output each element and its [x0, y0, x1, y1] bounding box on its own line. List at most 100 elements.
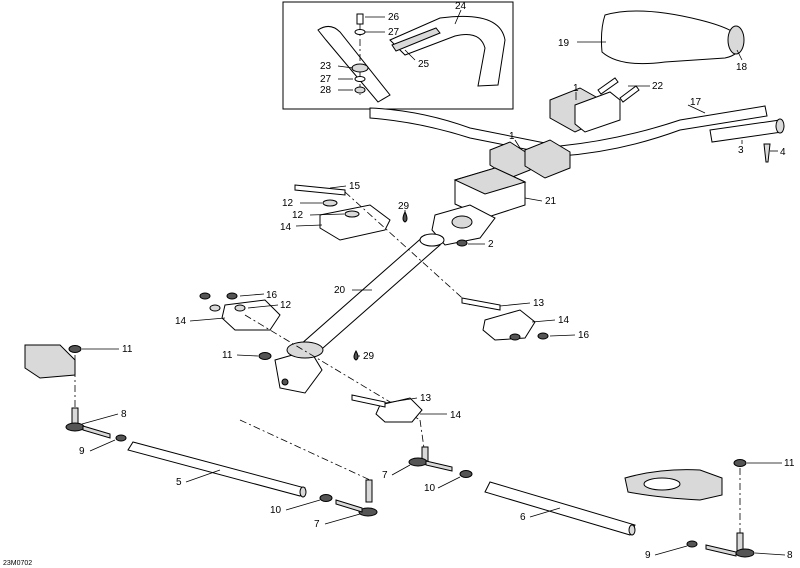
- leader-8a: [81, 413, 119, 425]
- riser-block-top: [453, 167, 527, 195]
- inset-screw-26: [356, 13, 364, 25]
- support-bracket-upper: [319, 204, 391, 241]
- callout-13b: 13: [420, 393, 432, 404]
- leader-7a: [391, 464, 411, 476]
- callout-14c: 14: [558, 315, 570, 326]
- callout-12b: 12: [292, 210, 304, 221]
- leader-10b: [285, 499, 321, 511]
- washer-12c: [209, 304, 221, 312]
- callout-25: 25: [418, 59, 430, 70]
- washer-12b: [344, 210, 360, 218]
- callout-27b: 27: [320, 74, 332, 85]
- inset-handlebar-bend: [389, 15, 506, 87]
- nut-11c: [733, 459, 747, 467]
- callout-15: 15: [349, 181, 361, 192]
- axis-mid-joint: [419, 419, 426, 456]
- leader-12b: [309, 213, 345, 216]
- callout-24: 24: [455, 1, 467, 12]
- lower-clamp-right: [524, 139, 571, 179]
- grease-29a: [402, 210, 408, 223]
- nut-9a: [115, 434, 127, 442]
- callout-23: 23: [320, 61, 332, 72]
- leader-14b: [189, 317, 226, 322]
- column-top-hole: [451, 215, 473, 229]
- leader-14a: [295, 224, 323, 227]
- leader-7b: [324, 513, 361, 525]
- tie-rod-6-end: [628, 524, 636, 536]
- nut-11b: [258, 352, 272, 360]
- handlebar: [369, 105, 768, 157]
- callout-29a: 29: [398, 201, 410, 212]
- callout-7b: 7: [314, 519, 320, 530]
- ball-joint-8a: [65, 422, 85, 432]
- leader-11b: [236, 354, 259, 357]
- callout-14b: 14: [175, 316, 187, 327]
- callout-1a: 1: [573, 83, 579, 94]
- callout-16b: 16: [578, 330, 590, 341]
- inset-washer-27b: [354, 76, 366, 82]
- callout-6: 6: [520, 512, 526, 523]
- leader-25: [404, 49, 416, 61]
- callout-20: 20: [334, 285, 346, 296]
- callout-12c: 12: [280, 300, 292, 311]
- washer-12d: [234, 304, 246, 312]
- bolt-13b: [351, 394, 386, 408]
- callout-22: 22: [652, 81, 664, 92]
- callout-19: 19: [558, 38, 570, 49]
- washer-16b: [226, 292, 238, 300]
- grip-end: [775, 118, 785, 134]
- ball-joint-7a: [408, 457, 428, 467]
- washer-16c: [509, 333, 521, 341]
- callout-11c: 11: [784, 458, 795, 469]
- inset-nut-28: [354, 86, 366, 94]
- callout-29b: 29: [363, 351, 375, 362]
- diagram-code: 23M0702: [3, 560, 32, 567]
- stud-8b: [736, 532, 744, 552]
- callout-3: 3: [738, 145, 744, 156]
- leader-5: [185, 469, 221, 483]
- nut-10a: [459, 470, 473, 478]
- tie-rod-5-end: [299, 486, 307, 498]
- leader-16a: [239, 293, 265, 297]
- leader-18: [736, 49, 743, 61]
- leader-15: [329, 185, 347, 189]
- leader-21: [524, 197, 543, 202]
- callout-8b: 8: [787, 550, 793, 561]
- washer-16d: [537, 332, 549, 340]
- nut-9b: [686, 540, 698, 548]
- thread-8a: [82, 425, 111, 439]
- callout-11b: 11: [222, 350, 233, 361]
- leader-1b: [514, 139, 521, 149]
- callout-2: 2: [488, 239, 494, 250]
- callout-9b: 9: [645, 550, 651, 561]
- callout-26: 26: [388, 12, 400, 23]
- bolts-22: [597, 77, 619, 95]
- nut-2: [456, 239, 468, 247]
- mount-left: [24, 344, 76, 379]
- thread-7a: [425, 460, 453, 472]
- thread-8b: [705, 544, 737, 557]
- leader-13a: [499, 302, 531, 307]
- callout-27a: 27: [388, 27, 400, 38]
- leader-13b: [384, 397, 418, 404]
- inset-washer-27a: [354, 29, 366, 35]
- handlebar-pad: [600, 10, 743, 65]
- thread-7b: [335, 499, 363, 513]
- leader-23: [337, 65, 354, 69]
- leader-8b: [754, 552, 786, 556]
- tie-rod-6: [484, 481, 636, 536]
- callout-12a: 12: [282, 198, 294, 209]
- leader-24: [454, 9, 462, 25]
- callout-14d: 14: [450, 410, 462, 421]
- ball-joint-8b: [735, 548, 755, 558]
- inset-nut-23: [351, 63, 369, 73]
- washer-16a: [199, 292, 211, 300]
- support-bracket-bottom: [375, 397, 423, 423]
- plug-4: [763, 143, 771, 163]
- callout-18: 18: [736, 62, 748, 73]
- callout-13a: 13: [533, 298, 545, 309]
- nut-11a: [68, 345, 82, 353]
- leader-9a: [89, 439, 116, 452]
- callout-17: 17: [690, 97, 702, 108]
- leader-12c: [247, 304, 279, 309]
